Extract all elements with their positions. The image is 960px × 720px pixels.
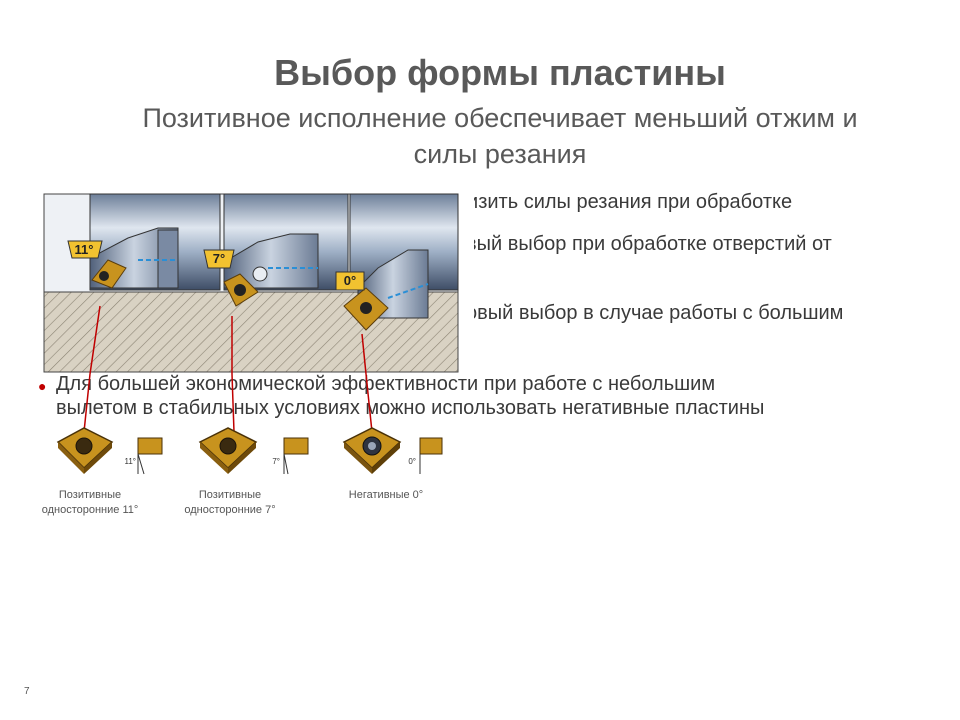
tool-2 [223, 193, 349, 307]
partial-bullet-text-1: низить силы резания при обработке [456, 191, 793, 213]
partial-bullet-text-3: овый выбор в случае работы с большим [466, 302, 844, 324]
insert-positive-7: 7° [198, 427, 309, 475]
insert-1-caption-line-2: односторонние 11° [41, 504, 139, 516]
angle-label-7-text: 7° [213, 251, 225, 266]
slide-subtitle: Позитивное исполнение обеспечивает меньш… [60, 100, 940, 172]
angle-label-0: 0° [335, 271, 365, 291]
angle-label-0-text: 0° [344, 273, 356, 288]
page-number: 7 [24, 686, 30, 697]
tool-3 [343, 193, 459, 331]
partial-bullet-text-2: вый выбор при обработке отверстий от [466, 233, 832, 255]
insert-2-caption: Позитивные односторонние 7° [160, 488, 300, 518]
bullet-line-1: Для большей экономической эффективности … [56, 373, 716, 395]
insert-3-angle: 0° [408, 457, 416, 466]
insert-3-caption: Негативные 0° [316, 488, 456, 503]
angle-label-11: 11° [67, 240, 103, 259]
bullet-dot: ● [38, 378, 47, 394]
subtitle-line-2: силы резания [413, 139, 587, 169]
subtitle-line-1: Позитивное исполнение обеспечивает меньш… [142, 103, 858, 133]
tool-1 [89, 193, 221, 291]
angle-label-7: 7° [203, 249, 235, 269]
angle-label-11-text: 11° [75, 242, 94, 257]
insert-1-angle: 11° [124, 457, 136, 466]
insert-1-caption: Позитивные односторонние 11° [20, 488, 160, 518]
insert-1-caption-line-1: Позитивные [58, 489, 122, 501]
boring-bar-illustration: 11° 7° 0° [28, 188, 474, 374]
insert-positive-11: 11° [56, 427, 163, 475]
insert-3-caption-line-1: Негативные 0° [348, 489, 424, 501]
slide-title: Выбор формы пластины [274, 52, 726, 93]
insert-negative-0: 0° [342, 427, 443, 474]
insert-2-angle: 7° [272, 457, 280, 466]
insert-2-caption-line-1: Позитивные [198, 489, 262, 501]
leader-lines [83, 374, 373, 433]
insert-2-caption-line-2: односторонние 7° [184, 504, 276, 516]
